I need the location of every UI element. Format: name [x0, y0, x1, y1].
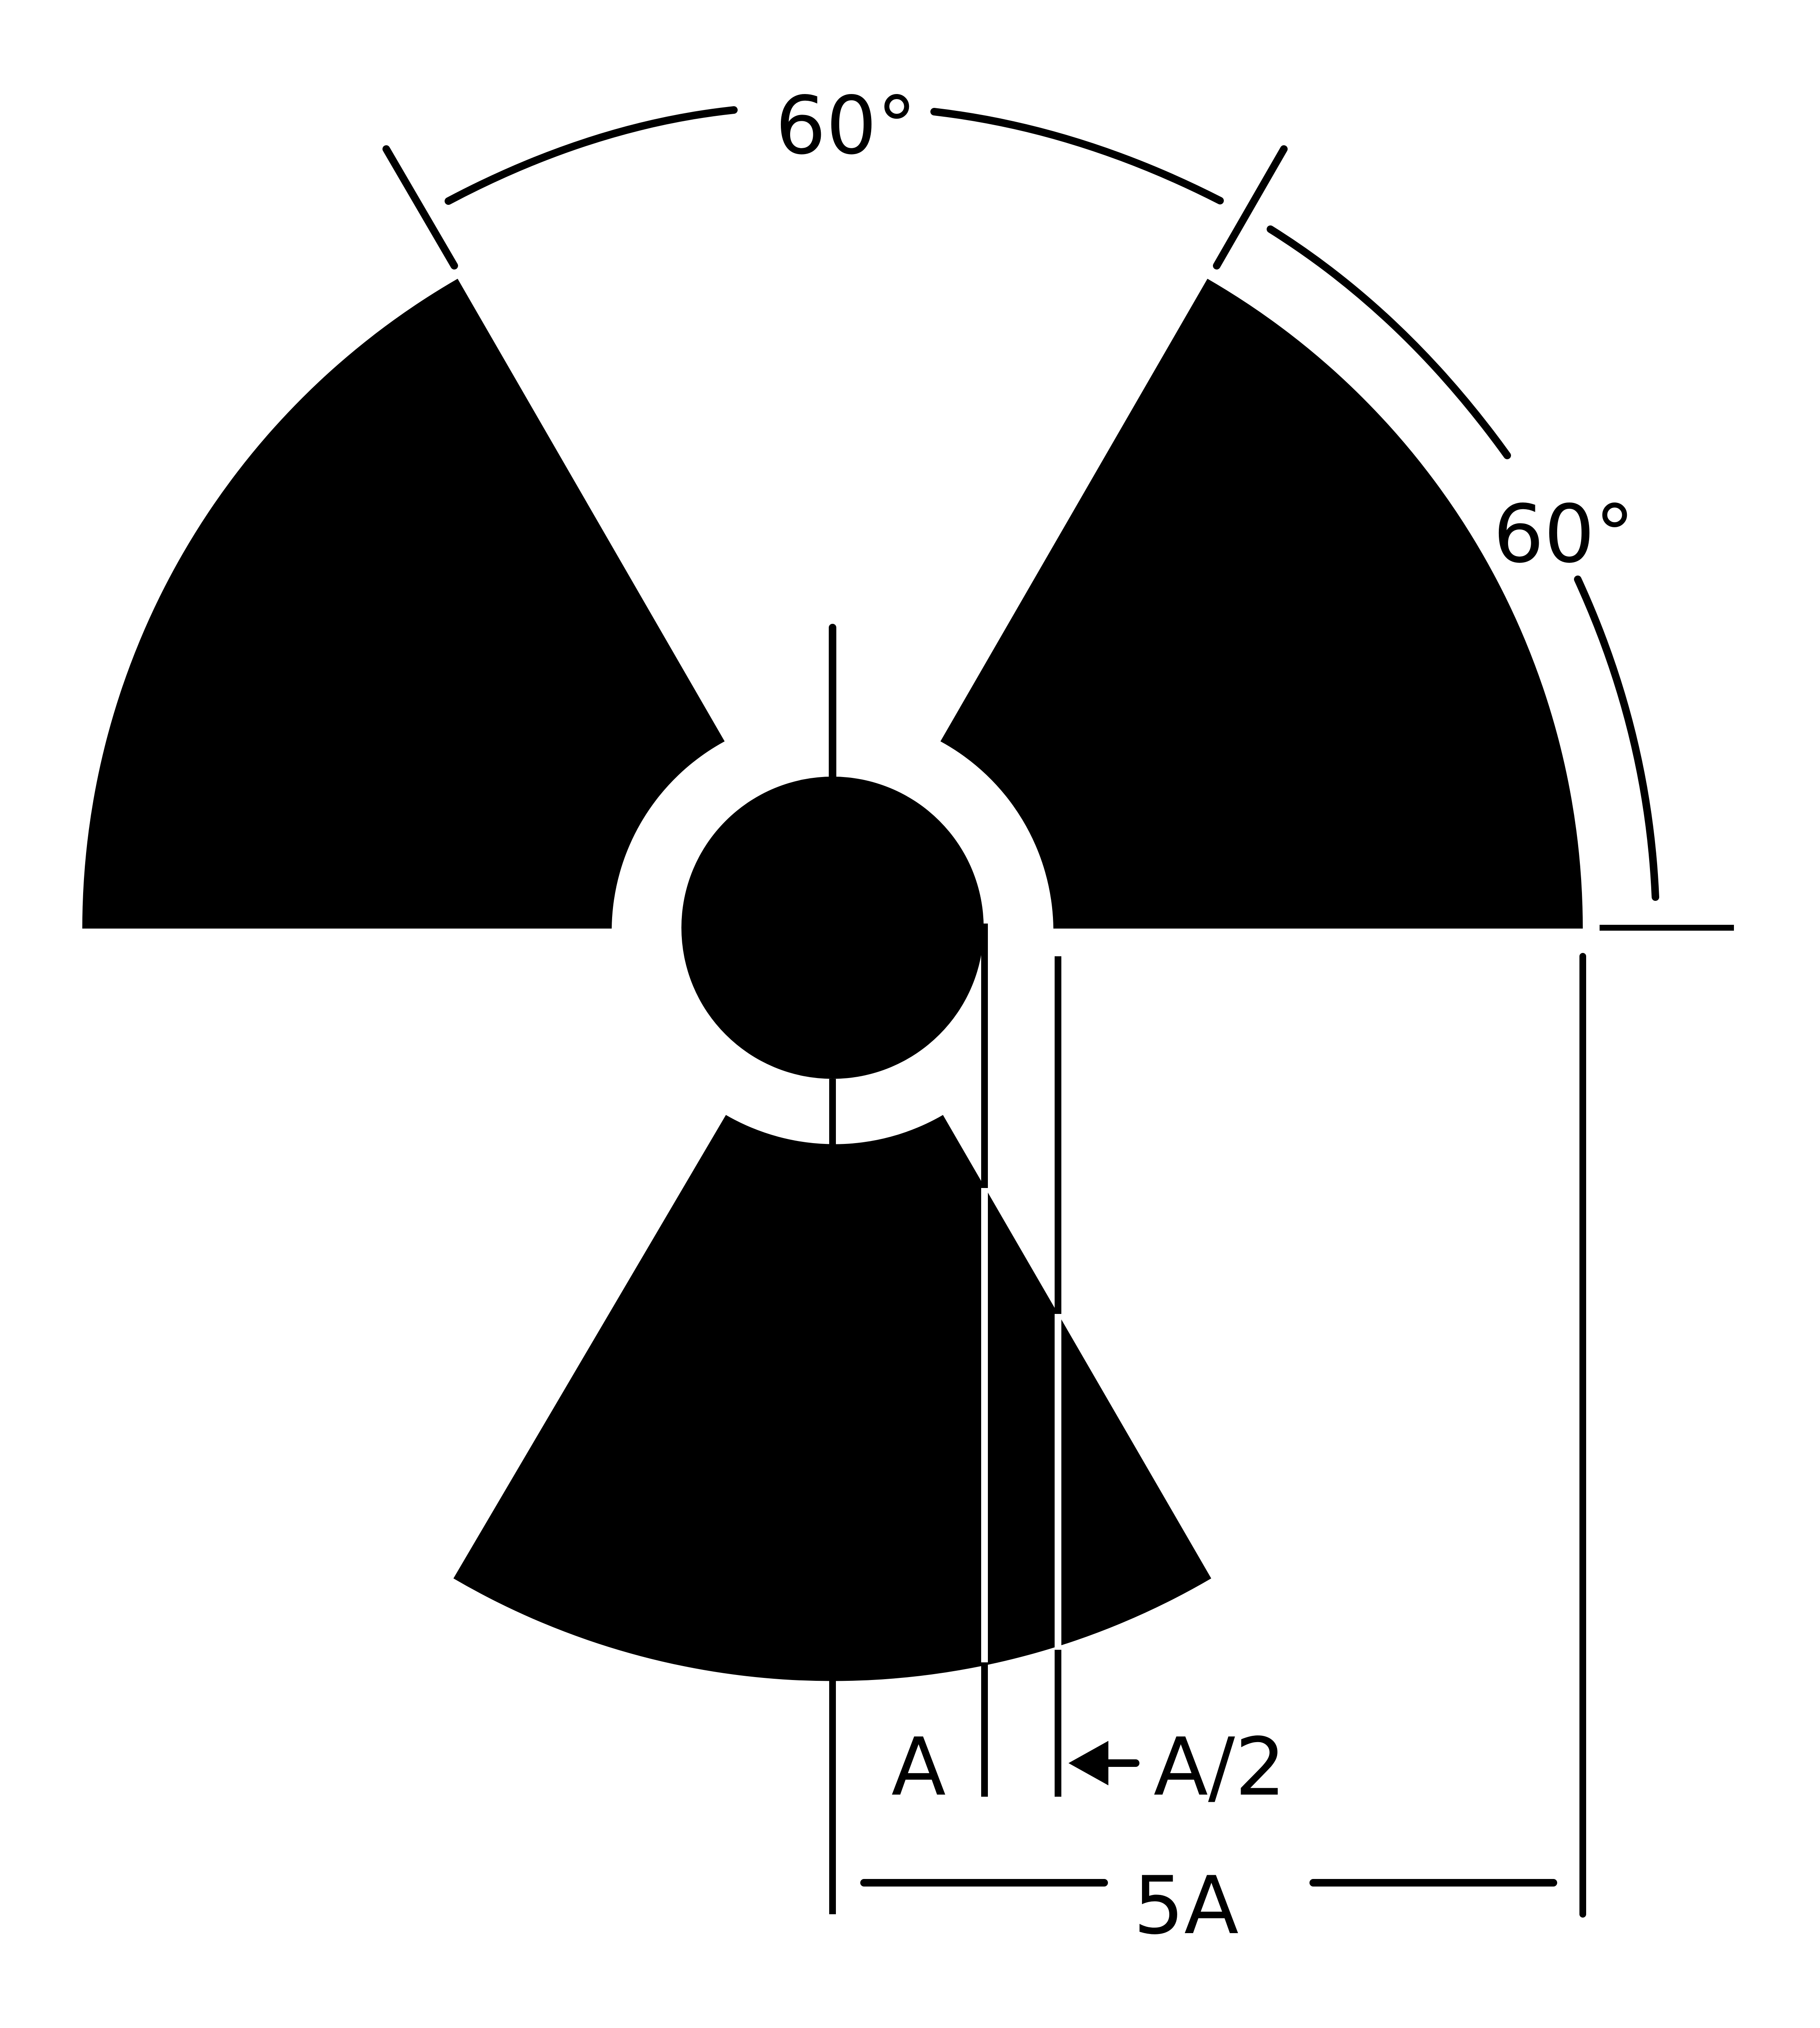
- gap-label: A/2: [1154, 1721, 1286, 1813]
- blade-upper-left: [82, 279, 725, 929]
- angle-top-label: 60°: [775, 79, 917, 172]
- blade-upper-right: [940, 279, 1583, 929]
- center-radius-label: A: [891, 1721, 946, 1813]
- right-angle-dimension: 60°: [1267, 225, 1659, 901]
- trefoil-blades: [82, 279, 1583, 1681]
- outer-radius-dimension: 5A: [860, 1859, 1557, 1952]
- gap-arrow-icon: [1068, 1741, 1139, 1785]
- outer-radius-label: 5A: [1134, 1859, 1239, 1952]
- angle-right-label: 60°: [1493, 488, 1635, 581]
- top-angle-dimension: 60°: [382, 79, 1288, 270]
- center-disc: [681, 777, 984, 1079]
- blade-bottom: [453, 1115, 1211, 1681]
